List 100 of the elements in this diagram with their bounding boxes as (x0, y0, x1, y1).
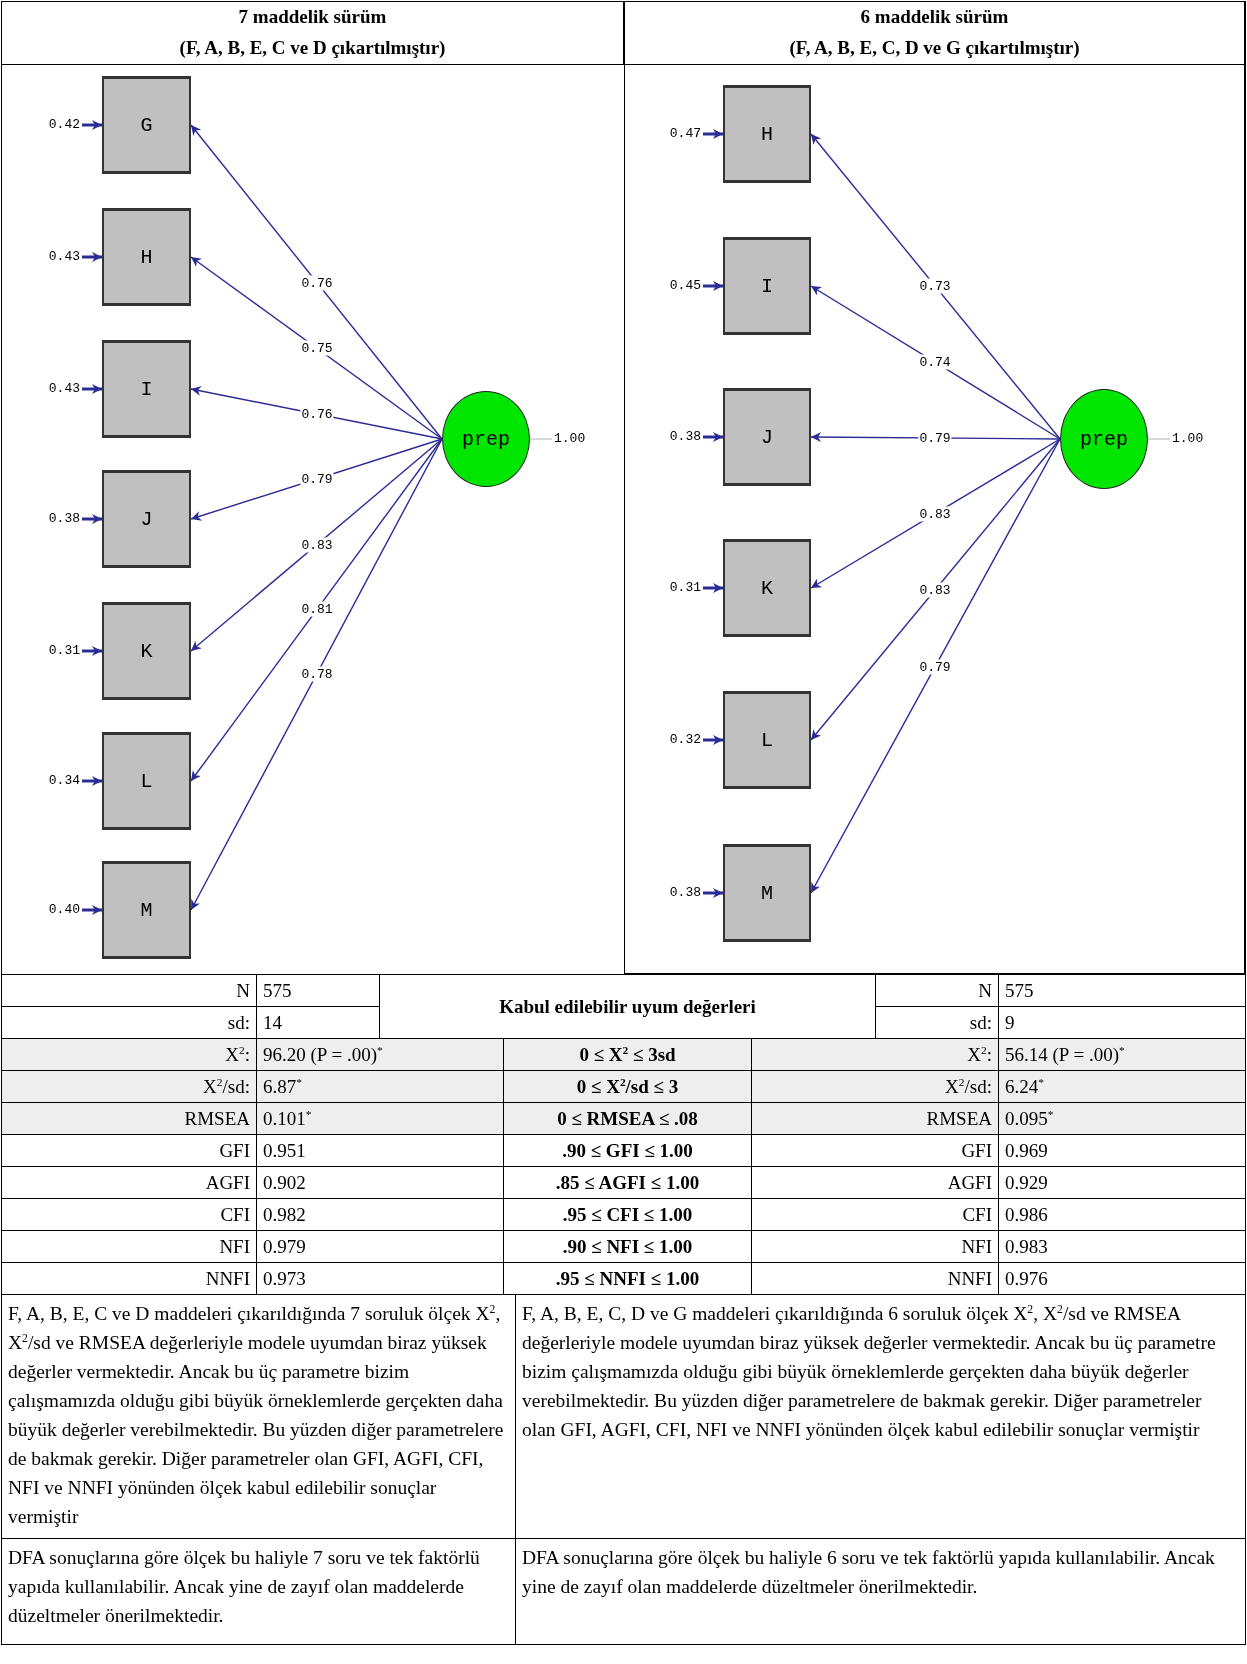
value-text: 6.87$^{*}$ (256, 1070, 504, 1103)
criterion-text: 0 ≤ X$^{2}$ ≤ 3sd (503, 1038, 752, 1071)
variance-value: 1.00 (1172, 431, 1204, 447)
variance-value: 1.00 (554, 431, 586, 447)
row-label: X$^{2}$/sd: (1, 1070, 257, 1103)
variable-name: L (140, 769, 153, 793)
variable-name: M (761, 881, 773, 905)
value-text: 96.20 (P = .00)$^{*}$ (256, 1038, 504, 1071)
arrow (703, 129, 723, 139)
arrow (703, 432, 723, 442)
connector-line (1147, 438, 1171, 440)
observed-variable-box (723, 691, 811, 789)
observed-variable-box (102, 208, 191, 306)
value-text: 0.095$^{*}$ (998, 1102, 1246, 1135)
column-subheading: (F, A, B, E, C ve D çıkartılmıştır) (178, 35, 447, 60)
observed-variable-box (723, 539, 811, 637)
observed-variable-box (102, 732, 191, 830)
edge-label: 0.75 (300, 340, 334, 356)
observed-variable-box (102, 76, 191, 174)
error-variance: 0.40 (48, 902, 80, 918)
arrow (703, 888, 723, 898)
error-variance: 0.43 (48, 381, 80, 397)
observed-variable-box (723, 844, 811, 942)
edge-label: 0.79 (918, 659, 952, 675)
arrow (703, 281, 723, 291)
row-label: RMSEA (751, 1102, 999, 1135)
edge-label: 0.78 (300, 666, 334, 682)
arrow (190, 438, 443, 782)
arrow (190, 438, 443, 911)
value-text: 6.24$^{*}$ (998, 1070, 1246, 1103)
value-text: 0.101$^{*}$ (256, 1102, 504, 1135)
variable-name: K (140, 639, 153, 663)
arrow (810, 438, 1061, 894)
observed-variable-box (723, 237, 811, 335)
edge-label: 0.79 (300, 471, 334, 487)
error-variance: 0.42 (48, 117, 80, 133)
error-variance: 0.47 (669, 126, 701, 142)
error-variance: 0.38 (669, 429, 701, 445)
column-subheading: (F, A, B, E, C, D ve G çıkartılmıştır) (788, 35, 1081, 60)
error-variance: 0.38 (48, 511, 80, 527)
error-variance: 0.45 (669, 278, 701, 294)
variable-name: prep (462, 427, 510, 451)
arrow (190, 438, 443, 652)
arrow (810, 438, 1061, 741)
arrow (190, 124, 443, 440)
arrow (810, 133, 1061, 440)
variable-name: G (140, 113, 153, 137)
column-heading: 6 maddelik sürüm (859, 5, 1010, 30)
edge-label: 0.83 (918, 582, 952, 598)
edge-label: 0.73 (918, 278, 952, 294)
arrow (810, 438, 1061, 589)
error-variance: 0.31 (48, 643, 80, 659)
arrow (82, 905, 102, 915)
arrow (82, 514, 102, 524)
arrow (82, 384, 102, 394)
column-heading: 7 maddelik sürüm (237, 5, 388, 30)
row-label: X$^{2}$/sd: (751, 1070, 999, 1103)
observed-variable-box (102, 340, 191, 438)
row-label: X$^{2}$: (1, 1038, 257, 1071)
observed-variable-box (102, 861, 191, 959)
arrow (190, 256, 443, 440)
edge-label: 0.76 (300, 275, 334, 291)
edge-label: 0.83 (918, 506, 952, 522)
error-variance: 0.43 (48, 249, 80, 265)
arrow (82, 646, 102, 656)
paragraph: DFA sonuçlarına göre ölçek bu haliyle 6 soru ve tek faktörlü yapıda kullanılabilir. Ancak yine de zayıf olan maddelerde düzeltmeler önerilmektedir. (515, 1538, 1246, 1645)
edge-label: 0.74 (918, 354, 952, 370)
observed-variable-box (723, 388, 811, 486)
arrow (810, 285, 1061, 440)
variable-name: K (761, 576, 773, 600)
arrow (703, 583, 723, 593)
observed-variable-box (102, 470, 191, 568)
row-label: RMSEA (1, 1102, 257, 1135)
error-variance: 0.38 (669, 885, 701, 901)
variable-name: M (140, 898, 153, 922)
error-variance: 0.32 (669, 732, 701, 748)
criterion-text: 0 ≤ RMSEA ≤ .08 (503, 1102, 752, 1135)
variable-name: J (761, 425, 773, 449)
variable-name: H (761, 122, 773, 146)
edge-label: 0.81 (300, 601, 334, 617)
variable-name: I (761, 274, 773, 298)
variable-name: prep (1080, 427, 1128, 451)
variable-name: J (140, 507, 153, 531)
row-label: X$^{2}$: (751, 1038, 999, 1071)
arrow (82, 252, 102, 262)
variable-name: I (140, 377, 153, 401)
criterion-text: 0 ≤ X$^{2}$/sd ≤ 3 (503, 1070, 752, 1103)
error-variance: 0.31 (669, 580, 701, 596)
edge-label: 0.76 (300, 406, 334, 422)
error-variance: 0.34 (48, 773, 80, 789)
arrow (82, 776, 102, 786)
observed-variable-box (102, 602, 191, 700)
variable-name: H (140, 245, 153, 269)
arrow (703, 735, 723, 745)
observed-variable-box (723, 85, 811, 183)
arrow (82, 120, 102, 130)
paragraph: DFA sonuçlarına göre ölçek bu haliyle 7 soru ve tek faktörlü yapıda kullanılabilir. Ancak yine de zayıf olan maddelerde düzeltmeler önerilmektedir. (1, 1538, 516, 1645)
connector-line (529, 438, 553, 440)
value-text: 56.14 (P = .00)$^{*}$ (998, 1038, 1246, 1071)
edge-label: 0.83 (300, 537, 334, 553)
